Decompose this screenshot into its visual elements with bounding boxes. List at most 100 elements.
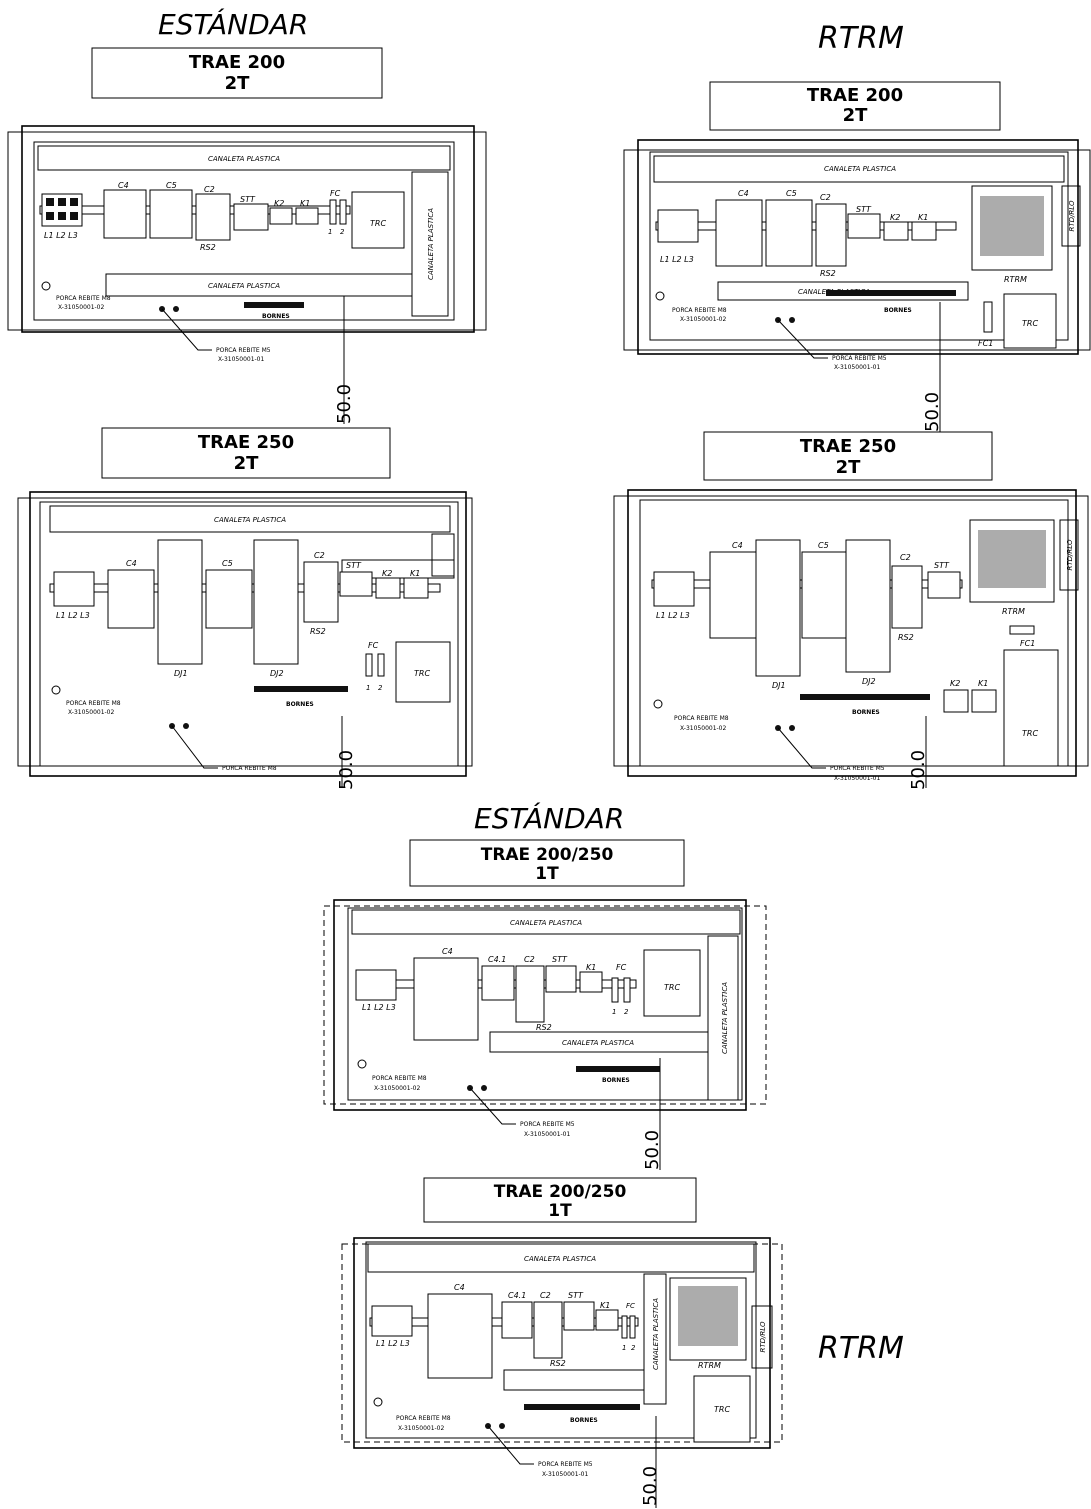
rtd-box	[1061, 185, 1081, 247]
c2-label: C2	[900, 553, 911, 562]
rtd-label: RTD/RLO	[1066, 539, 1074, 570]
porca-m8-code: X-31050001-02	[398, 1425, 444, 1432]
k1-label: K1	[600, 1301, 610, 1310]
enclosure-flange	[7, 131, 487, 331]
din-rail	[39, 205, 351, 215]
c5-label: C5	[166, 181, 177, 190]
contactor-c5	[765, 199, 813, 267]
contactor-c4	[103, 189, 147, 239]
terminal-block-l1l2l3	[53, 571, 95, 607]
panel-trae200-250-1t-rtrm: TRAE 200/250 1T CANALETA PLASTICA CANALE…	[341, 1177, 783, 1508]
contactor-c4	[107, 569, 155, 629]
c4-label: C4	[738, 189, 749, 198]
fuse-fc2	[623, 977, 631, 1003]
relay-k1	[579, 971, 603, 993]
stt-module	[545, 965, 577, 993]
rs2-label: RS2	[550, 1359, 566, 1368]
panel-title-line2: 1T	[548, 1201, 572, 1221]
lines-label: L1 L2 L3	[656, 611, 690, 620]
canaleta-vertical	[643, 1273, 667, 1405]
mounting-plate	[33, 141, 455, 321]
porca-m8-code: X-31050001-02	[680, 725, 726, 732]
panel-trae200-250-1t-estandar: TRAE 200/250 1T CANALETA PLASTICA CANALE…	[323, 839, 767, 1170]
section-title-estandar-mid: ESTÁNDAR	[474, 801, 624, 835]
dimension-50: 50.0	[922, 392, 943, 432]
rtrm-label: RTRM	[1002, 607, 1025, 616]
k2-label: K2	[950, 679, 960, 688]
enclosure	[637, 139, 1079, 355]
fc-2-label: 2	[340, 228, 345, 236]
contactor-c5	[149, 189, 193, 239]
rtd-label: RTD/RLO	[1068, 200, 1076, 231]
contactor-c4	[715, 199, 763, 267]
trc-label: TRC	[1022, 319, 1038, 328]
fuse-fc2	[377, 653, 385, 677]
relay-k2	[375, 577, 401, 599]
enclosure-flange	[323, 905, 767, 1105]
stt-label: STT	[240, 195, 256, 204]
canaleta-bottom	[503, 1369, 645, 1391]
ground-symbol	[41, 281, 51, 291]
breaker-dj2	[253, 539, 299, 665]
fc-1-label: 1	[622, 1344, 626, 1352]
ground-symbol	[653, 699, 663, 709]
c41-label: C4.1	[508, 1291, 526, 1300]
panel-title-box	[409, 839, 685, 887]
fc-2-label: 2	[631, 1344, 636, 1352]
fc-label: FC	[616, 963, 627, 972]
mounting-plate	[347, 907, 743, 1101]
dimension-50: 50.0	[336, 750, 357, 790]
canaleta-top-label: CANALETA PLASTICA	[214, 516, 286, 524]
panel-title-box	[709, 81, 1001, 131]
transformer-trc	[693, 1375, 751, 1443]
section-title-rtrm-bottom: RTRM	[818, 1331, 904, 1366]
rtd-label: RTD/RLO	[759, 1321, 767, 1352]
canaleta-vertical	[707, 935, 739, 1101]
dimension-50: 50.0	[642, 1130, 663, 1170]
stt-label: STT	[346, 561, 362, 570]
terminal-strip	[826, 290, 956, 296]
c5-label: C5	[818, 541, 829, 550]
dj1-label: DJ1	[772, 681, 786, 690]
trc-label: TRC	[1022, 729, 1038, 738]
terminal-block-l1l2l3	[371, 1305, 413, 1337]
porca-m5-label: PORCA REBITE M5	[520, 1121, 575, 1128]
canaleta-vertical-label: CANALETA PLASTICA	[652, 1298, 660, 1370]
canaleta-mid-label: CANALETA PLASTICA	[562, 1039, 634, 1047]
terminal-block-l1l2l3	[657, 209, 699, 243]
contactor-c41	[481, 965, 515, 1001]
fuse-fc1	[1009, 625, 1035, 635]
fc-label: FC	[368, 641, 379, 650]
porca-m5-code: X-31050001-01	[834, 364, 880, 371]
rs2-label: RS2	[820, 269, 836, 278]
enclosure	[21, 125, 475, 333]
canaleta-top	[367, 1243, 755, 1273]
ground-symbol	[357, 1059, 367, 1069]
lines-label: L1 L2 L3	[362, 1003, 396, 1012]
mounting-plate	[639, 499, 1069, 767]
bornes-label: BORNES	[262, 313, 290, 320]
c4-label: C4	[118, 181, 129, 190]
terminal-strip	[254, 686, 348, 692]
fuse-fc1	[365, 653, 373, 677]
rtrm-label: RTRM	[698, 1361, 721, 1370]
rs2-label: RS2	[310, 627, 326, 636]
porca-m5-code: X-31050001-01	[542, 1471, 588, 1478]
dimension-50: 50.0	[334, 384, 355, 424]
canaleta-top-label: CANALETA PLASTICA	[510, 919, 582, 927]
panel-title-box	[423, 1177, 697, 1223]
panel-trae200-2t-rtrm: TRAE 200 2T CANALETA PLASTICA RTD/RLO CA…	[623, 81, 1091, 432]
terminal-block-l1l2l3	[355, 969, 397, 1001]
c2-label: C2	[540, 1291, 551, 1300]
rtd-box	[751, 1305, 773, 1369]
canaleta-vertical	[431, 533, 455, 577]
porca-m8-code: X-31050001-02	[374, 1085, 420, 1092]
mounting-plate	[365, 1241, 757, 1439]
relay-k1	[911, 221, 937, 241]
dj2-label: DJ2	[270, 669, 284, 678]
enclosure-flange	[17, 497, 473, 767]
stt-label: STT	[568, 1291, 584, 1300]
k1-label: K1	[918, 213, 928, 222]
stt-module	[563, 1301, 595, 1331]
